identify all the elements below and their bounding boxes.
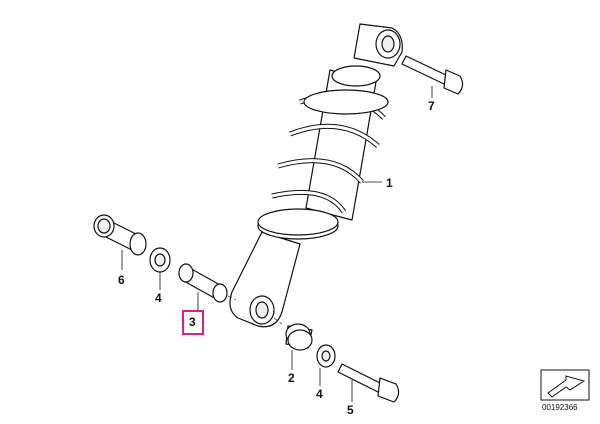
part-2-bushing [285, 323, 313, 351]
callout-4-left: 4 [155, 291, 162, 305]
shock-body [305, 65, 381, 221]
part-6-bushing [93, 214, 147, 256]
callout-7: 7 [428, 99, 435, 113]
part-4-washer-left [149, 247, 171, 273]
callout-3: 3 [189, 315, 196, 329]
diagram-code: 00192366 [542, 403, 578, 412]
callout-5: 5 [347, 403, 354, 417]
shock-top-eye [353, 23, 403, 67]
callout-3-highlight-box [182, 310, 204, 335]
part-3-sleeve [178, 263, 228, 303]
part-7-bolt [401, 55, 464, 95]
leader-lines [121, 86, 433, 402]
callout-2: 2 [288, 371, 295, 385]
callout-6: 6 [118, 273, 125, 287]
part-5-bolt [337, 363, 400, 403]
callout-1: 1 [386, 176, 393, 190]
callout-4-right: 4 [316, 387, 323, 401]
shock-lower-eye [229, 231, 301, 328]
spring-seat-lower [257, 208, 339, 240]
corner-arrow-icon [540, 369, 590, 401]
spring-seat-upper [303, 89, 389, 115]
part-4-washer-right [316, 344, 336, 368]
centre-lines [227, 295, 283, 325]
